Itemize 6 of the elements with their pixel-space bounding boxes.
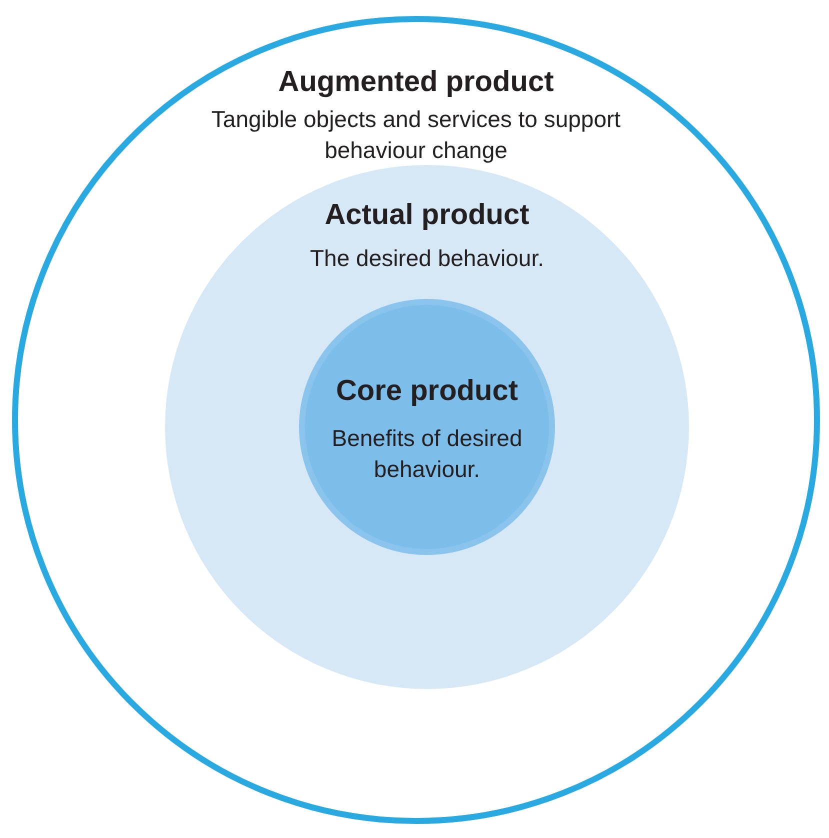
- description-text: The desired behaviour.: [309, 244, 545, 273]
- description-text: Tangible objects and services to support behaviour change: [210, 105, 622, 165]
- heading-label: Actual product: [324, 199, 530, 232]
- description-text: Benefits of desired behaviour.: [330, 424, 524, 484]
- heading-label: Core product: [334, 375, 520, 408]
- heading-label: Augmented product: [277, 66, 555, 99]
